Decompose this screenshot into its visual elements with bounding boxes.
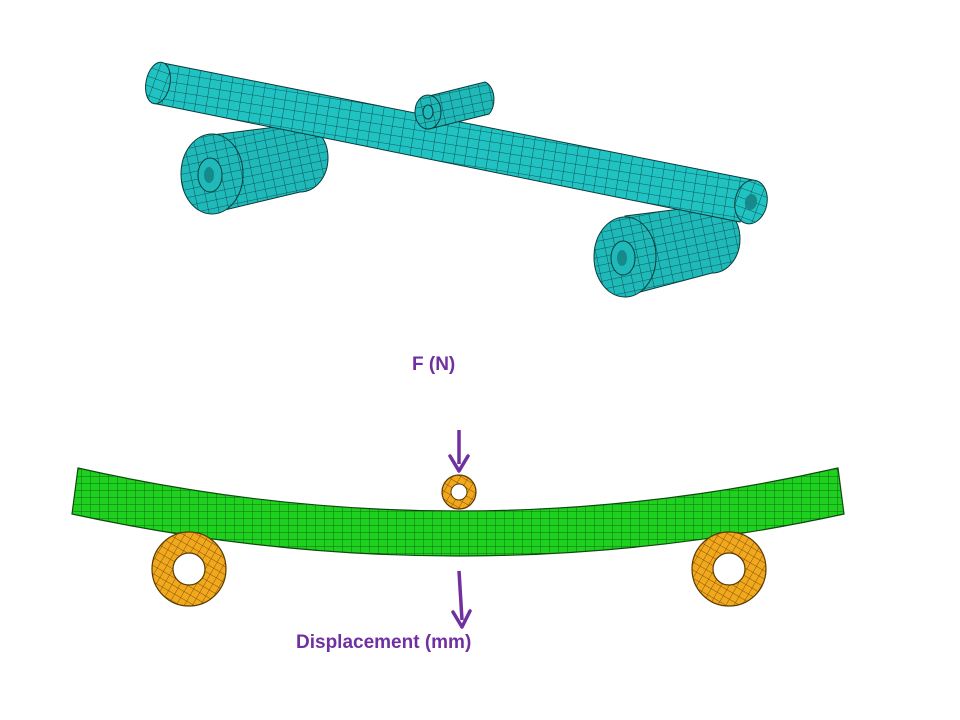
left-support-roller-3d — [180, 123, 329, 215]
fe-model-2d-deformed — [71, 430, 845, 629]
right-support-roller-3d — [593, 204, 741, 298]
force-label: F (N) — [412, 354, 456, 375]
beam-3d — [145, 61, 768, 225]
right-support-roller-2d — [691, 531, 767, 607]
loading-roller-3d — [414, 81, 495, 130]
fe-model-3d — [145, 61, 768, 298]
displacement-arrow-icon — [451, 570, 472, 629]
force-arrow-icon — [448, 430, 470, 473]
beam-2d-deformed — [71, 467, 845, 557]
loading-roller-2d — [441, 474, 477, 510]
left-support-roller-2d — [151, 531, 227, 607]
displacement-label: Displacement (mm) — [296, 632, 472, 653]
